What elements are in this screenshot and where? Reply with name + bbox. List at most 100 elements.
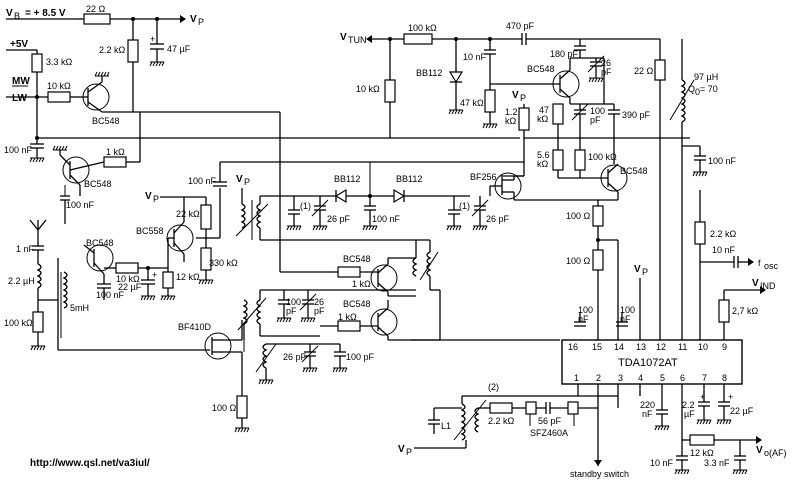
- transistor-bf410d: [204, 332, 232, 360]
- svg-text:P: P: [244, 177, 250, 187]
- c100n-g-label: 100 nF: [708, 156, 737, 166]
- resistor-100-a: [592, 205, 604, 227]
- svg-text:+: +: [150, 34, 155, 44]
- c100n-c-label: 100 nF: [96, 290, 125, 300]
- bc548-e-label: BC548: [343, 299, 371, 309]
- svg-text:µF: µF: [684, 409, 695, 419]
- bc548-b-label: BC548: [84, 179, 112, 189]
- transistor-bc548-c: [86, 244, 114, 272]
- bf410d-label: BF410D: [178, 322, 212, 332]
- antenna-input: 1 nF 2.2 µH 100 kΩ 5mH: [4, 219, 210, 351]
- c1n-label: 1 nF: [16, 244, 35, 254]
- r2k2-top-label: 2.2 kΩ: [99, 45, 126, 55]
- supply-vb: V B = + 8.5 V 22 Ω V P 2.2 kΩ + 47 µF: [6, 4, 204, 112]
- ic-pin-13: 13: [636, 342, 646, 352]
- resistor-10k-lw: [47, 91, 71, 103]
- vp-tank-label: V: [512, 90, 519, 101]
- c100p-a-label: 100: [286, 297, 301, 307]
- c180p-label: 180 pF: [550, 49, 579, 59]
- bc548-c-label: BC548: [86, 238, 114, 248]
- r47k-bb-label: 47 kΩ: [460, 98, 484, 108]
- vb-value: = + 8.5 V: [25, 8, 66, 19]
- c390p-label: 390 pF: [622, 110, 651, 120]
- resistor-1k-c: [337, 320, 361, 332]
- ic-pin-9: 9: [722, 342, 727, 352]
- r2k2-l1-label: 2.2 kΩ: [488, 416, 515, 426]
- r1k-c-label: 1 kΩ: [338, 312, 357, 322]
- c26p-c-label: 26: [314, 297, 324, 307]
- transistor-bc558: [166, 224, 194, 252]
- c10n-b-label: 10 nF: [712, 245, 736, 255]
- mw-lw-switch: +5V 3.3 kΩ MW LW 10 kΩ BC548 100 nF: [4, 39, 520, 273]
- note-1b: (1): [459, 201, 470, 211]
- ic-pin-4: 4: [638, 373, 643, 383]
- divider-network: 100 Ω 100 Ω 100 nF 100 nF V P: [566, 200, 648, 340]
- c220n-label: 220: [640, 400, 655, 410]
- resistor-3k3: [31, 53, 43, 73]
- ic-pin-15: 15: [592, 342, 602, 352]
- c100n-e-label: 100 nF: [372, 214, 401, 224]
- r100k-tun-label: 100 kΩ: [408, 23, 437, 33]
- bf256-stage: BF256: [470, 172, 598, 201]
- mixer-stage: BC548 1 kΩ BC548 1 kΩ: [237, 254, 560, 385]
- r22-top-label: 22 Ω: [86, 4, 106, 14]
- r100k-in-label: 100 kΩ: [4, 318, 33, 328]
- resistor-22-osc: [654, 59, 666, 81]
- r100-a-label: 100 Ω: [566, 211, 591, 221]
- vp-l1-label: V: [398, 444, 405, 455]
- svg-text:kΩ: kΩ: [537, 159, 549, 169]
- transformer-5mh: [62, 271, 68, 309]
- ic-pin-11: 11: [678, 342, 687, 352]
- c100n-d-label: 100 nF: [188, 176, 217, 186]
- c26p-b-label: 26 pF: [486, 214, 510, 224]
- plus5-label: +5V: [10, 39, 28, 50]
- bb112-b-label: BB112: [396, 174, 422, 184]
- r1k-a-label: 1 kΩ: [106, 147, 125, 157]
- c100p-c-label: 100: [590, 106, 605, 116]
- c26p-e-label: 26: [601, 58, 611, 68]
- ic-tda1072at: TDA1072AT 16 15 14 13 12 11 10 9 1 2 3 4…: [561, 339, 754, 479]
- c22u-b-label: 22 µF: [730, 406, 754, 416]
- resistor-47k-b: [552, 103, 564, 125]
- resistor-12k: [162, 271, 174, 289]
- svg-text:P: P: [406, 447, 412, 457]
- svg-text:0: 0: [695, 87, 700, 97]
- ic-pin-6: 6: [680, 373, 685, 383]
- af-output: 12 kΩ V o(AF) 10 nF 3.3 nF: [650, 434, 787, 475]
- resistor-22k: [200, 204, 212, 230]
- resistor-2k2-osc: [694, 221, 706, 245]
- transistor-bc548-a: [82, 83, 110, 111]
- bc548-a-label: BC548: [92, 116, 120, 126]
- resistor-100k-tun: [403, 33, 433, 45]
- r10k-b-label: 10 kΩ: [116, 274, 140, 284]
- source-url: http://www.qsl.net/va3iul/: [30, 458, 150, 469]
- resistor-10k-tun: [384, 79, 396, 103]
- ceramic-filter-b: [567, 401, 579, 415]
- vtun-sub: TUN: [348, 35, 367, 45]
- c2u2-label: 2.2: [682, 400, 695, 410]
- c26p-d-label: 26 pF: [283, 352, 307, 362]
- ic-pin-8: 8: [722, 373, 727, 383]
- r5k6-label: 5.6: [537, 150, 550, 160]
- c100p-b-label: 100 pF: [346, 352, 375, 362]
- mw-label: MW: [12, 76, 30, 87]
- r22-osc-label: 22 Ω: [634, 66, 654, 76]
- resistor-100k-input: [32, 311, 44, 333]
- c470p-label: 470 pF: [506, 21, 535, 31]
- vp-top-label: V: [190, 14, 197, 25]
- r10k-tun-label: 10 kΩ: [356, 84, 380, 94]
- svg-text:o(AF): o(AF): [764, 448, 787, 458]
- r100-b-label: 100 Ω: [566, 256, 591, 266]
- buffer-stage: BC548 1 kΩ 100 nF: [52, 112, 141, 224]
- if-filter: (2) V P L1 2.2 kΩ 56 pF SFZ460A: [398, 382, 618, 457]
- svg-text:pF: pF: [286, 306, 297, 316]
- svg-text:nF: nF: [578, 314, 589, 324]
- bc548-f-label: BC548: [527, 64, 555, 74]
- bb112-c-label: BB112: [416, 68, 442, 78]
- ic-outputs: 2.2 kΩ 10 nF f osc V IND 2,7 kΩ: [694, 190, 779, 340]
- varactor-bb112-a: [334, 188, 347, 204]
- agc-stage: BC548 100 nF 10 kΩ + 22 µF 12 kΩ V P BC5…: [83, 161, 524, 301]
- resistor-22-top: [83, 13, 111, 25]
- ic-pin-10: 10: [698, 342, 708, 352]
